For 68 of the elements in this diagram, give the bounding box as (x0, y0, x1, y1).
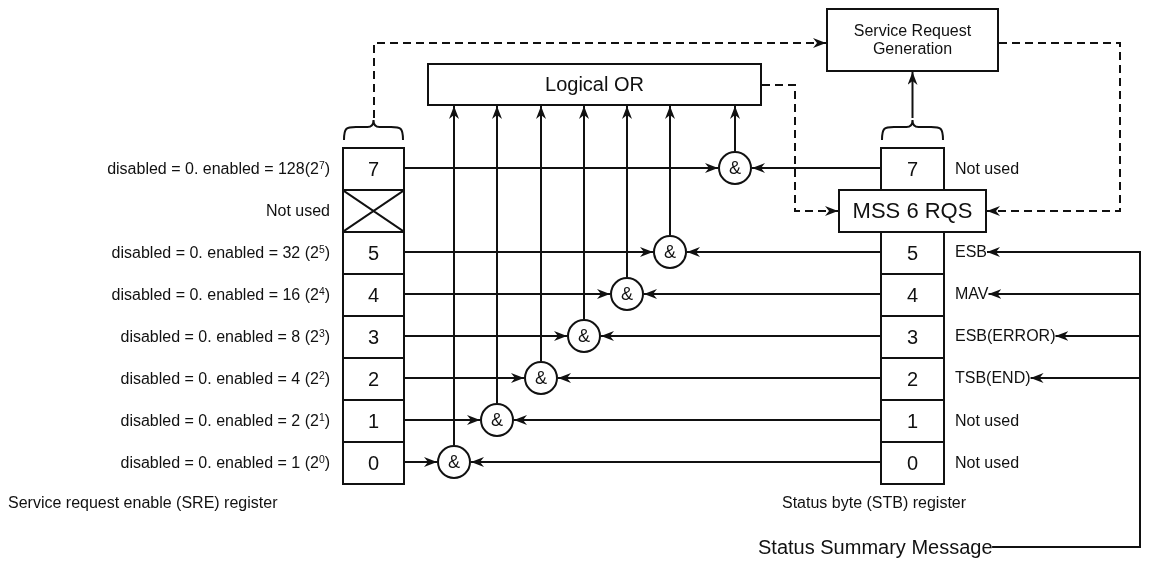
register-bit-cell: 2 (880, 357, 945, 401)
arrow (536, 105, 546, 362)
register-bit-cell: 0 (342, 441, 405, 485)
register-bit-cell: 7 (880, 147, 945, 191)
arrow (600, 331, 881, 341)
and-gate-circle: & (437, 445, 471, 479)
arrow (643, 289, 881, 299)
status-bit-box: MSS 6 RQS (838, 189, 987, 233)
register-bit-cell: 0 (880, 441, 945, 485)
process-box: Service Request Generation (826, 8, 999, 72)
arrow (730, 105, 740, 152)
register-bit-cell: 1 (342, 399, 405, 443)
status-bit-label: Not used (955, 160, 1020, 178)
arrow (404, 163, 719, 173)
and-gate-circle: & (567, 319, 601, 353)
register-bit-cell: 5 (880, 231, 945, 275)
bit-value-label: Not used (265, 202, 330, 220)
status-bit-label: ESB (955, 243, 987, 261)
status-bit-label: MAV (955, 285, 989, 303)
bit-value-label: disabled = 0. enabled = 8 (2$^{3}$) (120, 328, 330, 346)
register-bit-cell: 3 (880, 315, 945, 359)
arrow (579, 105, 589, 320)
process-box: Logical OR (427, 63, 762, 106)
register-bit-cell: 4 (342, 273, 405, 317)
arrow (492, 105, 502, 404)
register-bit-cell: 2 (342, 357, 405, 401)
register-bit-cell: 1 (880, 399, 945, 443)
and-gate-circle: & (718, 151, 752, 185)
bit-value-label: disabled = 0. enabled = 1 (2$^{0}$) (120, 454, 330, 472)
arrow (686, 247, 881, 257)
bit-value-label: disabled = 0. enabled = 2 (2$^{1}$) (120, 412, 330, 430)
arrow (404, 331, 568, 341)
register-bit-cell: 5 (342, 231, 405, 275)
arrow (751, 163, 881, 173)
dashed-arrow (761, 84, 839, 216)
unused-bit-cell (342, 189, 405, 233)
register-bit-cell: 3 (342, 315, 405, 359)
dashed-arrow (986, 42, 1121, 216)
bit-value-label: disabled = 0. enabled = 128(2$^{7}$) (107, 160, 330, 178)
status-bit-label: TSB(END) (955, 369, 1031, 387)
signal-label: Status Summary Message (758, 535, 993, 559)
bit-value-label: disabled = 0. enabled = 16 (2$^{4}$) (111, 286, 330, 304)
bit-value-label: disabled = 0. enabled = 4 (2$^{2}$) (120, 370, 330, 388)
arrow (907, 71, 918, 119)
arrow (622, 105, 632, 278)
arrow (404, 457, 438, 467)
and-gate-circle: & (653, 235, 687, 269)
status-bit-label: ESB(ERROR) (955, 327, 1056, 345)
register-bit-cell: 7 (342, 147, 405, 191)
and-gate-circle: & (610, 277, 644, 311)
arrow (557, 373, 881, 383)
arrow (404, 415, 481, 425)
arrow (404, 289, 611, 299)
register-caption: Service request enable (SRE) register (8, 494, 278, 512)
arrow (404, 373, 525, 383)
and-gate-circle: & (480, 403, 514, 437)
register-bit-cell: 4 (880, 273, 945, 317)
arrow (665, 105, 675, 236)
status-bit-label: Not used (955, 454, 1020, 472)
status-bit-label: Not used (955, 412, 1020, 430)
and-gate-circle: & (524, 361, 558, 395)
arrow (404, 247, 654, 257)
arrow (513, 415, 881, 425)
arrow (991, 373, 1141, 548)
bit-value-label: disabled = 0. enabled = 32 (2$^{5}$) (111, 244, 330, 262)
arrow (470, 457, 881, 467)
arrow (449, 105, 459, 446)
dashed-arrow (373, 38, 827, 119)
